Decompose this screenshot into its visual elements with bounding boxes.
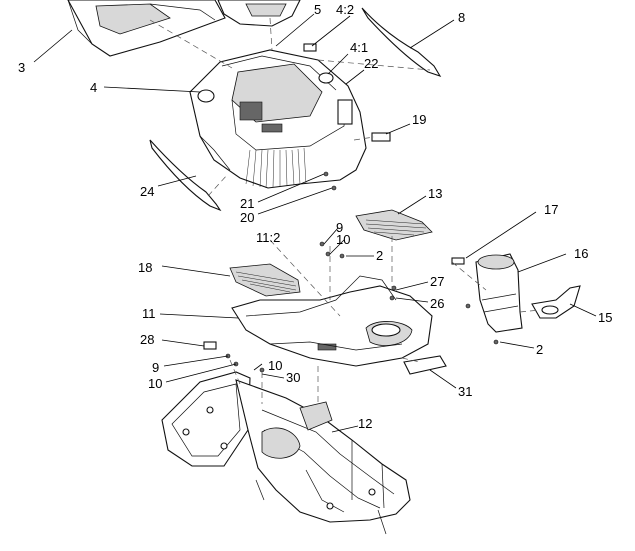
callout-2b: 2 [536,342,543,357]
callout-2a: 2 [376,248,383,263]
part-17-clip [451,257,465,265]
callout-22: 22 [364,56,378,71]
callout-21: 21 [240,196,254,211]
callout-15: 15 [598,310,612,325]
callout-9b: 9 [152,360,159,375]
callout-labels: 3 4 5 4:2 4:1 22 8 19 24 21 20 13 9 10 2… [18,2,612,431]
callout-12: 12 [358,416,372,431]
callout-4: 4 [90,80,97,95]
callout-3: 3 [18,60,25,75]
part-4-hood [189,49,367,189]
callout-10b: 10 [148,376,162,391]
callout-13: 13 [428,186,442,201]
callout-11: 11 [142,306,156,321]
callout-20: 20 [240,210,254,225]
callout-31: 31 [458,384,472,399]
callout-26: 26 [430,296,444,311]
callout-27: 27 [430,274,444,289]
part-4-2-label [303,43,317,52]
part-18-footrest-mat [229,263,301,297]
callout-16: 16 [574,246,588,261]
part-16-cup-holder [475,253,523,333]
callout-28: 28 [140,332,154,347]
assembly-lines [149,17,541,404]
callout-30: 30 [286,370,300,385]
callout-8: 8 [458,10,465,25]
part-top-panel [217,0,301,27]
part-15-bracket [531,285,581,319]
part-24-strip [149,139,222,212]
part-19-decal [371,132,391,142]
part-12-chassis-frame [161,371,411,535]
leader-lines [33,13,597,433]
callout-17: 17 [544,202,558,217]
callout-4-1: 4:1 [350,40,368,55]
callout-11-2: 11:2 [256,230,280,245]
callout-24: 24 [140,184,154,199]
part-3-seat [67,0,226,57]
callout-5: 5 [314,2,321,17]
callout-10c: 10 [268,358,282,373]
part-13-footrest-mat [355,209,433,241]
callout-18: 18 [138,260,152,275]
callout-9a: 9 [336,220,343,235]
part-31-decal [403,355,447,375]
part-11-floor-pan [231,275,433,367]
callout-4-2: 4:2 [336,2,354,17]
callout-10a: 10 [336,232,350,247]
part-28-decal [203,341,217,350]
callout-19: 19 [412,112,426,127]
part-8-strip [361,7,442,77]
